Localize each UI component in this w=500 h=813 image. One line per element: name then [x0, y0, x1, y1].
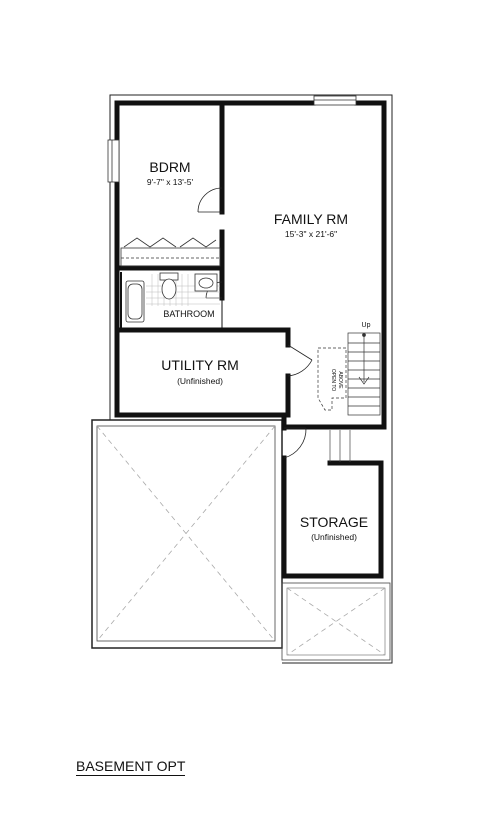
stair	[317, 332, 381, 462]
utility-room-note: (Unfinished)	[177, 376, 223, 386]
bedroom-name: BDRM	[149, 159, 190, 175]
door-swings	[197, 187, 313, 459]
bath-walls	[120, 272, 223, 328]
open-to-above-line1: OPEN TO	[330, 369, 336, 391]
family-room-name: FAMILY RM	[274, 211, 348, 227]
plan-caption: BASEMENT OPT	[76, 758, 186, 776]
garage-area	[91, 419, 283, 649]
family-room-dims: 15'-3" x 21'-6"	[285, 229, 337, 239]
windows	[107, 95, 357, 183]
bathroom-fixtures	[125, 272, 220, 323]
bathroom-name: BATHROOM	[163, 309, 214, 319]
bedroom-dims: 9'-7" x 13'-5'	[147, 177, 194, 187]
porch-area	[281, 582, 391, 661]
closet	[120, 237, 221, 267]
stair-up-label: Up	[362, 322, 371, 329]
open-to-above-line2: ABOVE	[337, 371, 343, 389]
storage-note: (Unfinished)	[311, 532, 357, 542]
storage-name: STORAGE	[300, 514, 368, 530]
utility-room-name: UTILITY RM	[161, 357, 239, 373]
